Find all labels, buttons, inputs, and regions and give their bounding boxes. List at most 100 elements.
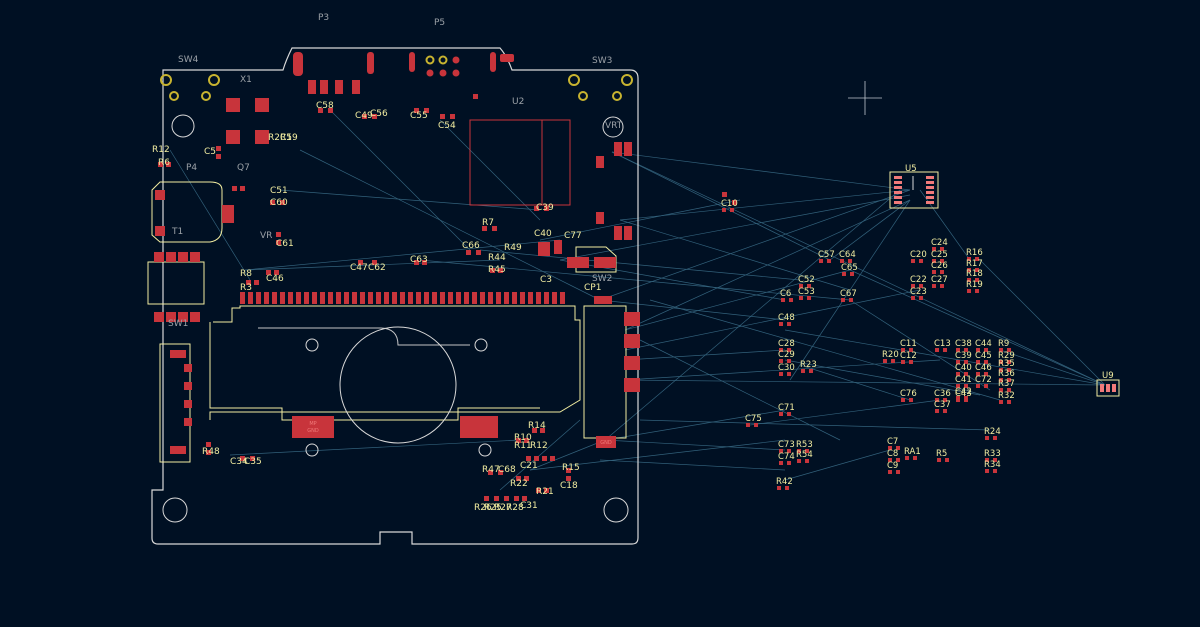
footprint-label-c25[interactable]: C25 [931,250,948,260]
footprint-label-c42[interactable]: C42 [955,387,972,397]
footprint-label-c39[interactable]: C39 [955,351,972,361]
footprint-label-c38[interactable]: C38 [955,339,972,349]
footprint-label-r34[interactable]: R34 [984,460,1001,470]
svg-text:C60: C60 [270,198,288,208]
svg-text:C77: C77 [564,231,582,241]
footprint-label-c71[interactable]: C71 [778,403,795,413]
footprint-label-c64[interactable]: C64 [839,250,856,260]
footprint-pad [984,384,988,388]
svg-text:C68: C68 [498,465,516,475]
footprint-label-c13[interactable]: C13 [934,339,951,349]
footprint-label-r42[interactable]: R42 [776,477,793,487]
footprint-label-c43[interactable]: C43 [955,389,972,399]
svg-text:GND: GND [307,428,319,434]
footprint-label-c9[interactable]: C9 [887,461,898,471]
footprint-label-c12[interactable]: C12 [900,351,917,361]
footprint-label-r16[interactable]: R16 [966,248,983,258]
footprint-label-c24[interactable]: C24 [931,238,948,248]
footprint-pad [993,436,997,440]
footprint-label-u5[interactable]: U5 [905,164,917,174]
footprint-label-r53[interactable]: R53 [796,440,813,450]
footprint-label-r18[interactable]: R18 [966,269,983,279]
connector-pads [240,292,565,304]
footprint-pad [911,259,915,263]
svg-text:R14: R14 [528,421,546,431]
footprint-pad [799,284,803,288]
footprint-label-r20[interactable]: R20 [882,350,899,360]
footprint-label-c36[interactable]: C36 [934,389,951,399]
board-silkscreen: SW4 X1 SW3 U2 VRT Q7 P4 T1 SW1 VR R12 R6… [152,55,623,513]
footprint-label-c65[interactable]: C65 [841,263,858,273]
footprint-pad [891,359,895,363]
footprint-label-r5[interactable]: R5 [936,449,947,459]
footprint-label-c75[interactable]: C75 [745,414,762,424]
footprint-label-c45[interactable]: C45 [975,351,992,361]
footprint-label-r36[interactable]: R36 [998,369,1015,379]
footprint-label-r19[interactable]: R19 [966,280,983,290]
footprint-label-c23[interactable]: C23 [910,287,927,297]
footprint-label-c52[interactable]: C52 [798,275,815,285]
footprint-pad [919,296,923,300]
footprint-label-r37[interactable]: R37 [998,379,1015,389]
footprint-label-c46[interactable]: C46 [975,363,992,373]
footprint-label-c72[interactable]: C72 [975,375,992,385]
footprint-label-r54[interactable]: R54 [796,450,813,460]
footprint-label-c8[interactable]: C8 [887,449,898,459]
footprint-label-r32[interactable]: R32 [998,391,1015,401]
footprint-label-c40[interactable]: C40 [955,363,972,373]
footprint-label-c6[interactable]: C6 [780,289,791,299]
footprint-pad [901,398,905,402]
footprint-label-c7[interactable]: C7 [887,437,898,447]
footprint-label-c37[interactable]: C37 [934,400,951,410]
footprint-label-c67[interactable]: C67 [840,289,857,299]
footprint-pad [985,436,989,440]
svg-text:C61: C61 [276,239,294,249]
footprint-pad [1007,360,1011,364]
footprint-pad [888,470,892,474]
footprint-label-c44[interactable]: C44 [975,339,992,349]
svg-text:R47: R47 [482,465,500,475]
footprint-label-c30[interactable]: C30 [778,363,795,373]
footprint-label-c20[interactable]: C20 [910,250,927,260]
footprint-label-r17[interactable]: R17 [966,259,983,269]
footprint-pad [779,412,783,416]
footprint-label-c26[interactable]: C26 [931,261,948,271]
u9-chip[interactable] [1096,379,1120,397]
footprint-label-c29[interactable]: C29 [778,350,795,360]
u5-chip[interactable] [889,171,939,209]
footprint-label-c22[interactable]: C22 [910,275,927,285]
board-outline [151,47,639,545]
svg-text:C47: C47 [350,263,368,273]
footprint-label-u9[interactable]: U9 [1102,371,1114,381]
footprint-label-c57[interactable]: C57 [818,250,835,260]
svg-text:C62: C62 [368,263,386,273]
footprint-pad [919,284,923,288]
footprint-label-ra1[interactable]: RA1 [904,447,921,457]
footprint-label-c10[interactable]: C10 [721,199,738,209]
svg-text:VRT: VRT [605,121,623,131]
footprint-pad [956,360,960,364]
footprint-label-c73[interactable]: C73 [778,440,795,450]
footprint-label-r23[interactable]: R23 [800,360,817,370]
footprint-label-c11[interactable]: C11 [900,339,917,349]
footprint-label-r35[interactable]: R35 [998,359,1015,369]
footprint-label-c41[interactable]: C41 [955,375,972,385]
svg-text:CP1: CP1 [584,283,601,293]
footprint-label-r33[interactable]: R33 [984,449,1001,459]
svg-text:C56: C56 [370,109,388,119]
footprint-label-c28[interactable]: C28 [778,339,795,349]
footprint-label-c48[interactable]: C48 [778,313,795,323]
footprint-pad [964,384,968,388]
display-features [258,326,492,457]
footprint-pad [956,372,960,376]
footprint-label-c76[interactable]: C76 [900,389,917,399]
svg-text:R22: R22 [510,479,528,489]
footprint-label-c27[interactable]: C27 [931,275,948,285]
footprint-label-c53[interactable]: C53 [798,287,815,297]
footprint-label-c74[interactable]: C74 [778,452,795,462]
footprint-label-r24[interactable]: R24 [984,427,1001,437]
footprint-label-r9[interactable]: R9 [998,339,1009,349]
footprint-label-r29[interactable]: R29 [998,351,1015,361]
footprint-pad [896,446,900,450]
